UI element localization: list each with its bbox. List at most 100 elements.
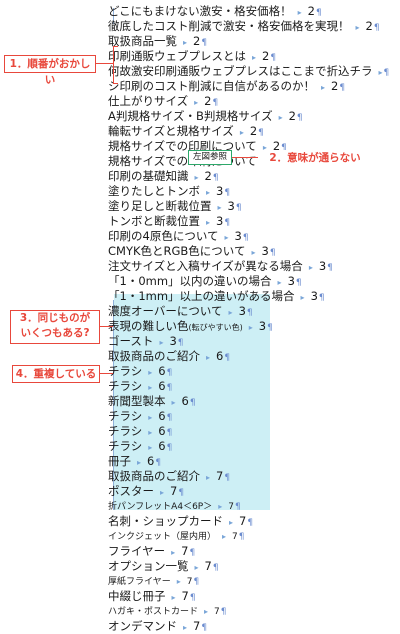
toc-line-text: 輪転サイズと規格サイズ <box>108 124 234 138</box>
toc-line: チラシ▸6¶ <box>108 424 390 439</box>
page-number: 3 <box>234 229 242 243</box>
toc-line: 規格サイズでの印刷について ▸ 2¶ <box>108 139 390 154</box>
paragraph-mark-icon: ¶ <box>212 98 219 108</box>
paragraph-mark-icon: ¶ <box>327 263 333 273</box>
tab-arrow-icon: ▸ <box>300 293 305 302</box>
toc-line-text: 冊子 <box>108 454 131 468</box>
toc-line-text: 名刺・ショップカード <box>108 514 223 528</box>
toc-line-text: A判規格サイズ・B判規格サイズ <box>108 109 273 123</box>
page-number: 3 <box>287 274 295 288</box>
tab-arrow-icon: ▸ <box>171 548 176 557</box>
tab-arrow-icon: ▸ <box>206 218 211 227</box>
paragraph-mark-icon: ¶ <box>201 623 208 633</box>
paragraph-mark-icon: ¶ <box>258 128 264 138</box>
tab-arrow-icon: ▸ <box>277 278 282 287</box>
tab-arrow-icon: ▸ <box>183 623 188 632</box>
tab-arrow-icon: ▸ <box>148 428 153 437</box>
toc-line: 塗りたしとトンボ▸3¶ <box>108 184 390 199</box>
toc-line: オプション一覧▸7¶ <box>108 559 390 574</box>
paragraph-mark-icon: ¶ <box>373 23 380 33</box>
paragraph-mark-icon: ¶ <box>339 83 346 93</box>
paragraph-mark-icon: ¶ <box>166 383 173 393</box>
page-number: 2 <box>249 124 258 138</box>
tab-arrow-icon: ▸ <box>278 113 283 122</box>
paragraph-mark-icon: ¶ <box>224 188 231 198</box>
tab-arrow-icon: ▸ <box>355 23 360 32</box>
toc-line-text: 表現の難しい色 <box>108 319 189 333</box>
annotation-connector <box>99 373 113 374</box>
toc-line-note: (転びやすい色) <box>188 323 243 332</box>
annotation-line: いくつもある? <box>20 327 90 339</box>
paragraph-mark-icon: ¶ <box>270 53 277 63</box>
paragraph-mark-icon: ¶ <box>235 203 242 213</box>
page-number: 7 <box>181 544 189 558</box>
toc-line-text: シ印刷のコスト削減に自信があるのか！ <box>108 79 315 93</box>
toc-line-text: フライヤー <box>108 544 166 558</box>
page-number: 3 <box>261 244 269 258</box>
page-number: 3 <box>216 214 224 228</box>
annotation-many-same: 3．同じものが いくつもある? <box>10 310 100 344</box>
paragraph-mark-icon: ¶ <box>166 413 173 423</box>
paragraph-mark-icon: ¶ <box>193 577 200 587</box>
toc-line: 注文サイズと入稿サイズが異なる場合▸3¶ <box>108 259 390 274</box>
paragraph-mark-icon: ¶ <box>189 593 196 603</box>
tab-arrow-icon: ▸ <box>217 203 222 212</box>
tab-arrow-icon: ▸ <box>160 488 165 497</box>
toc-line-text: ゴースト <box>108 334 154 348</box>
table-of-contents: どこにもまけない激安・格安価格！▸2¶徹底したコスト削減で激安・格安価格を実現！… <box>108 4 390 634</box>
tab-arrow-icon: ▸ <box>218 502 223 511</box>
page-number: 6 <box>158 379 166 393</box>
page-number: 2 <box>193 34 201 48</box>
toc-line: 取扱商品一覧▸2¶ <box>108 34 390 49</box>
page-number: 7 <box>193 619 201 633</box>
paragraph-mark-icon: ¶ <box>267 323 273 333</box>
toc-line-text: 何故激安印刷通販ウェブプレスはここまで折込チラ <box>108 64 373 78</box>
tab-arrow-icon: ▸ <box>252 53 257 62</box>
page-number: 3 <box>310 289 318 303</box>
paragraph-mark-icon: ¶ <box>238 532 245 542</box>
page-number: 2 <box>288 109 296 123</box>
toc-line: トンボと断裁位置▸3¶ <box>108 214 390 229</box>
tab-arrow-icon: ▸ <box>262 143 267 152</box>
tab-arrow-icon: ▸ <box>222 532 227 541</box>
toc-line-text: 規格サイズでの印刷について <box>108 139 257 153</box>
toc-line: ポスター▸7¶ <box>108 484 390 499</box>
toc-line: 取扱商品のご紹介▸7¶ <box>108 469 390 484</box>
page-number: 7 <box>186 577 193 587</box>
tab-arrow-icon: ▸ <box>248 323 253 332</box>
toc-line: チラシ▸6¶ <box>108 409 390 424</box>
paragraph-mark-icon: ¶ <box>296 113 303 123</box>
page-number: 7 <box>228 502 234 512</box>
toc-line: 濃度オーバーについて▸3¶ <box>108 304 390 319</box>
paragraph-mark-icon: ¶ <box>269 248 276 258</box>
paragraph-mark-icon: ¶ <box>281 143 287 153</box>
paragraph-mark-icon: ¶ <box>224 353 231 363</box>
toc-line: ハガキ・ポストカード▸7¶ <box>108 604 390 619</box>
tab-arrow-icon: ▸ <box>159 338 164 347</box>
toc-line-text: 折パンフレットA4＜6P＞ <box>108 502 213 512</box>
toc-line-text: チラシ <box>108 424 143 438</box>
page-number: 6 <box>158 364 166 378</box>
tab-arrow-icon: ▸ <box>171 593 176 602</box>
toc-line-text: 印刷の4原色について <box>108 229 219 243</box>
toc-line-text: 印刷通販ウェブプレスとは <box>108 49 246 63</box>
toc-line: 徹底したコスト削減で激安・格安価格を実現！ ▸ 2¶ <box>108 19 390 34</box>
annotation-order-wrong: 1．順番がおかしい <box>4 55 96 86</box>
toc-line: フライヤー ▸ 7¶ <box>108 544 390 559</box>
toc-line-text: 新聞型製本 <box>108 394 166 408</box>
toc-line-text: 取扱商品のご紹介 <box>108 349 200 363</box>
toc-line-text: オンデマンド <box>108 619 177 633</box>
tab-arrow-icon: ▸ <box>251 248 256 257</box>
tab-arrow-icon: ▸ <box>204 607 209 616</box>
paragraph-mark-icon: ¶ <box>155 458 162 468</box>
paragraph-mark-icon: ¶ <box>295 278 302 288</box>
toc-line-text: 徹底したコスト削減で激安・格安価格を実現！ <box>108 19 350 33</box>
page-number: 6 <box>216 349 224 363</box>
paragraph-mark-icon: ¶ <box>189 548 196 558</box>
page-number: 3 <box>318 259 327 273</box>
toc-line-text: ハガキ・ポストカード <box>108 607 199 617</box>
page-number: 2 <box>365 19 373 33</box>
toc-line-text: チラシ <box>108 364 143 378</box>
toc-line-text: オプション一覧 <box>108 559 189 573</box>
page-number: 2 <box>272 139 281 153</box>
